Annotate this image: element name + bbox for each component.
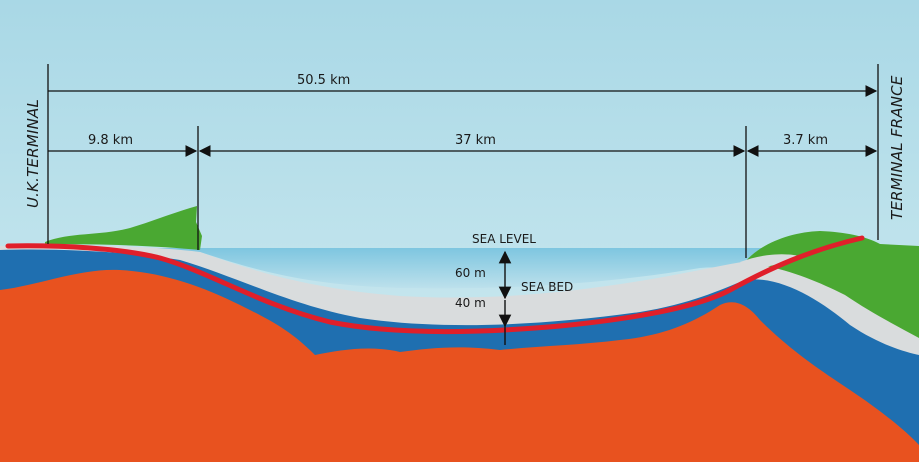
water-depth-label: 60 m <box>455 266 486 280</box>
sea-water <box>0 248 919 300</box>
france-chalk-cap <box>740 254 800 270</box>
sea-bed-label: SEA BED <box>521 280 573 294</box>
tunnel-route <box>5 235 865 335</box>
uk-land <box>45 206 202 250</box>
uk-land-distance-label: 9.8 km <box>88 133 133 148</box>
sea-level-label: SEA LEVEL <box>472 232 536 246</box>
uk-terminal-label: U.K.TERMINAL <box>24 99 42 208</box>
below-seabed-label: 40 m <box>455 296 486 310</box>
france-land-distance-label: 3.7 km <box>783 133 828 148</box>
france-terminal-label: TERMINAL FRANCE <box>888 75 906 220</box>
total-distance-label: 50.5 km <box>297 73 350 88</box>
rock-layer <box>0 269 919 462</box>
under-sea-distance-label: 37 km <box>455 133 496 148</box>
